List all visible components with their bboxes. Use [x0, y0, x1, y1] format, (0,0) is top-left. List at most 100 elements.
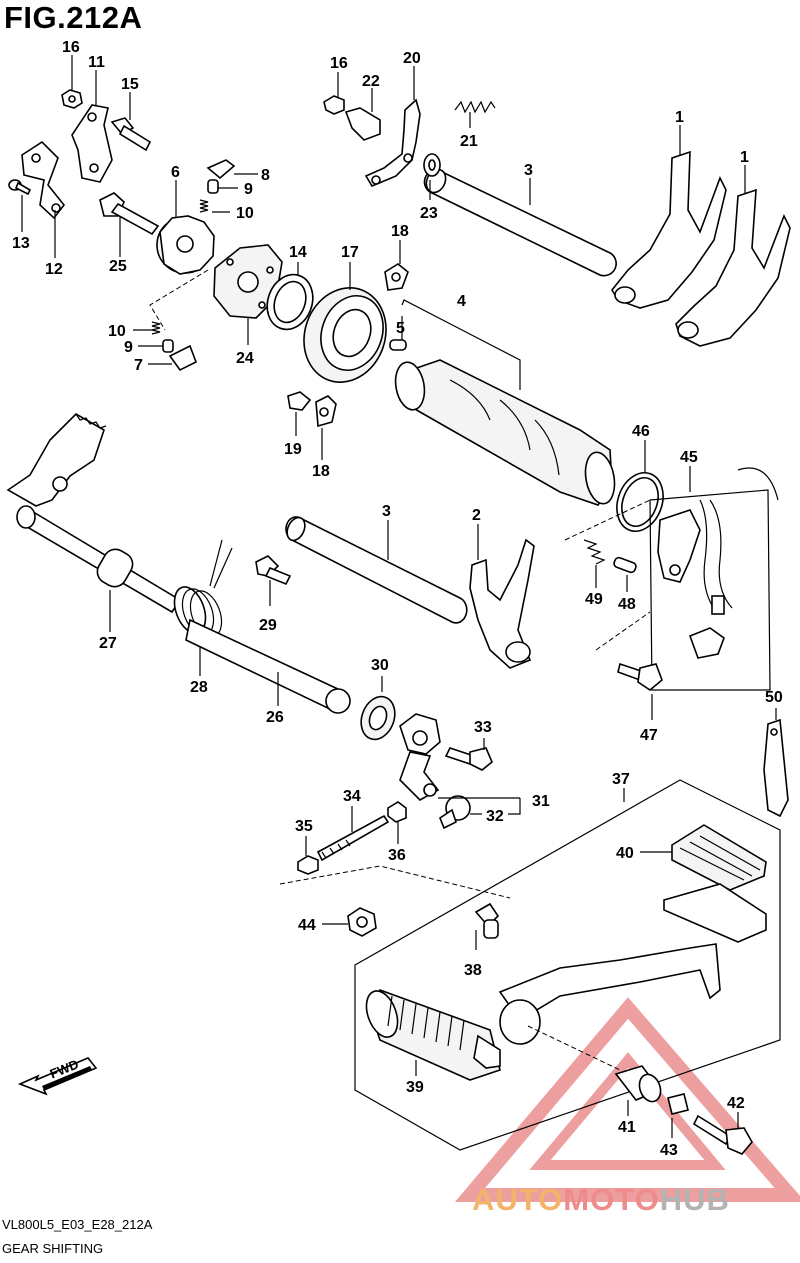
shift-fork-1a: [611, 125, 727, 309]
bearing-17: [303, 262, 387, 383]
callout-37: 37: [612, 771, 630, 788]
pin-9b: [162, 339, 174, 353]
leader-lines-top-left: [21, 55, 258, 258]
nut-16a: [61, 89, 83, 109]
callout-19: 19: [284, 441, 302, 458]
callout-1: 1: [675, 109, 684, 126]
callout-43: 43: [660, 1142, 678, 1159]
callout-15: 15: [121, 76, 139, 93]
shift-fork-2: [469, 524, 535, 669]
pawl-8: [206, 159, 236, 180]
callout-30: 30: [371, 657, 389, 674]
watermark-text: AUTOMOTOHUB: [472, 1182, 730, 1218]
callout-45: 45: [680, 449, 698, 466]
gearshift-shaft-26: [185, 618, 351, 714]
bolt-42: [692, 1112, 753, 1155]
callout-50: 50: [765, 689, 783, 706]
pin-5: [389, 316, 407, 351]
callout-3: 3: [524, 162, 533, 179]
watermark-moto: MOTO: [563, 1182, 660, 1217]
callout-2: 2: [472, 507, 481, 524]
o-ring-46: [616, 440, 664, 532]
dashed-link-42: [527, 1025, 621, 1071]
callout-8: 8: [261, 167, 270, 184]
shift-fork-shaft-3b: [285, 516, 468, 624]
figure-name: GEAR SHIFTING: [2, 1241, 104, 1256]
gear-position-switch-45: [564, 466, 779, 691]
nut-44: [322, 907, 377, 937]
bolt-33: [444, 738, 493, 771]
callout-44: 44: [298, 917, 316, 934]
callout-27: 27: [99, 635, 117, 652]
callout-7: 7: [134, 357, 143, 374]
callout-10: 10: [108, 323, 126, 340]
figure-title: FIG.212A: [4, 0, 143, 35]
pawl-7: [168, 344, 198, 372]
leader-lines-left-mid: [133, 329, 172, 365]
lever-20: [364, 66, 421, 188]
callout-labels: 16 11 15 16 22 20 21 1 1 3 23 6 8 9 10 1…: [12, 39, 783, 1159]
callout-18: 18: [391, 223, 409, 240]
callout-34: 34: [343, 788, 361, 805]
callout-40: 40: [616, 845, 634, 862]
oil-seal-30: [360, 676, 396, 741]
bolt-25: [99, 192, 160, 236]
callout-24: 24: [236, 350, 254, 367]
callout-36: 36: [388, 847, 406, 864]
bolt-15: [110, 117, 152, 152]
ball-joint-32: [438, 795, 521, 830]
washer-23: [423, 153, 441, 200]
callout-31: 31: [532, 793, 550, 810]
spring-21: [454, 100, 496, 128]
dashed-link-6: [149, 269, 209, 331]
callout-32: 32: [486, 808, 504, 825]
spring-49: [583, 539, 606, 588]
callout-28: 28: [190, 679, 208, 696]
washer-43: [667, 1093, 689, 1138]
callout-12: 12: [45, 261, 63, 278]
shift-arm-31: [399, 713, 441, 801]
callout-5: 5: [396, 320, 405, 337]
callout-9: 9: [244, 181, 253, 198]
collar-41: [614, 1065, 662, 1116]
callout-1: 1: [740, 149, 749, 166]
callout-10: 10: [236, 205, 254, 222]
callout-14: 14: [289, 244, 307, 261]
callout-11: 11: [88, 54, 105, 71]
callout-46: 46: [632, 423, 650, 440]
callout-47: 47: [640, 727, 658, 744]
gearshift-cam-4: [394, 299, 616, 506]
callout-9: 9: [124, 339, 133, 356]
callout-38: 38: [464, 962, 482, 979]
footrest-39: [365, 883, 767, 1081]
stopper-plate-11: [71, 104, 113, 183]
callout-25: 25: [109, 258, 127, 275]
spring-10a: [199, 199, 209, 213]
callout-16: 16: [62, 39, 80, 56]
callout-22: 22: [362, 73, 380, 90]
link-rod-34: [316, 806, 390, 862]
bolt-22: [344, 88, 381, 141]
figure-code: VL800L5_E03_E28_212A: [2, 1217, 153, 1232]
pin-9a: [207, 179, 219, 194]
forward-arrow-icon: FWD: [18, 1056, 98, 1096]
callout-13: 13: [12, 235, 30, 252]
plate-12: [21, 140, 66, 220]
callout-48: 48: [618, 596, 636, 613]
callout-33: 33: [474, 719, 492, 736]
spring-10b: [151, 321, 161, 335]
screw-13: [8, 179, 32, 196]
footrest-assembly-37: [354, 779, 781, 1151]
pedal-rubber-40: [640, 824, 767, 891]
callout-17: 17: [341, 244, 359, 261]
pin-38: [474, 902, 500, 950]
callout-35: 35: [295, 818, 313, 835]
nut-36: [387, 801, 407, 844]
watermark-auto: AUTO: [472, 1182, 564, 1217]
bolt-29: [255, 555, 292, 606]
bolt-19: [287, 391, 312, 436]
watermark-hub: HUB: [659, 1182, 730, 1217]
callout-42: 42: [727, 1095, 745, 1112]
shift-pedal-27: [6, 413, 182, 632]
